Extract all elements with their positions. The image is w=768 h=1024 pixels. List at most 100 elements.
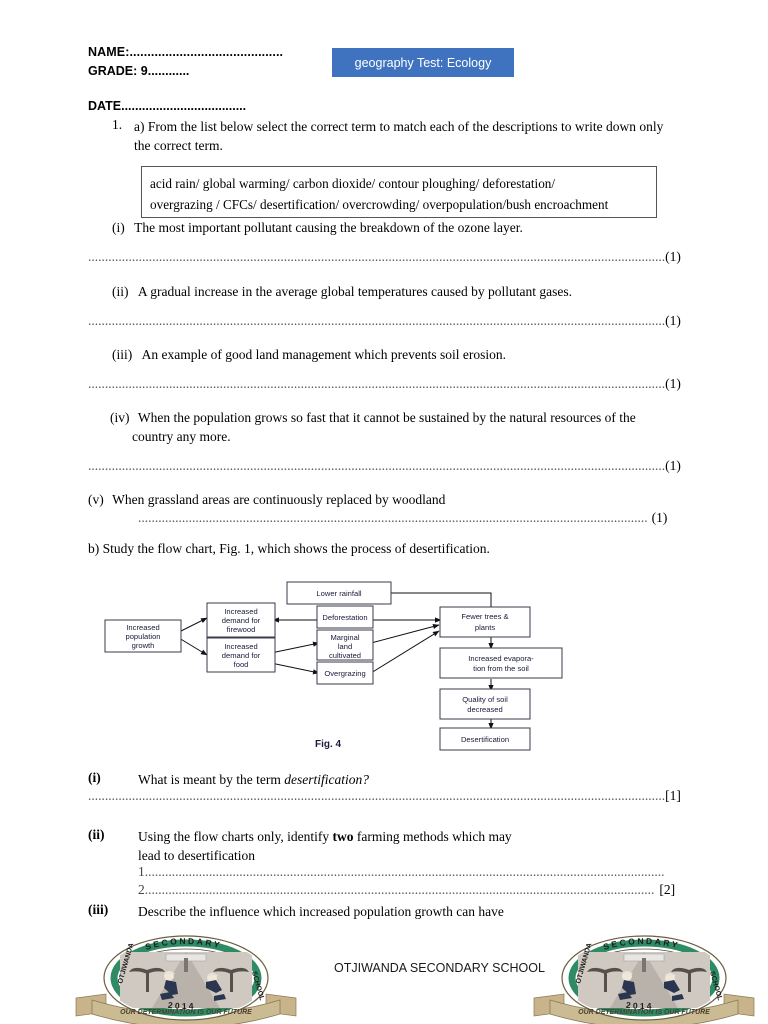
- flow-label-deforestation: Deforestation: [322, 613, 367, 622]
- marks-v: (1): [651, 510, 668, 525]
- answer-line-iv-leader: ........................................…: [88, 458, 666, 473]
- school-name-label: OTJIWANDA SECONDARY SCHOOL: [334, 961, 545, 975]
- answer-line-iv[interactable]: ........................................…: [88, 458, 682, 474]
- term-list-line-2: overgrazing / CFCs/ desertification/ ove…: [150, 197, 609, 212]
- sub-question-v-label: (v): [88, 492, 104, 507]
- marks-i: (1): [665, 249, 681, 264]
- flow-label-demand-firewood-2: demand for: [222, 616, 261, 625]
- flow-label-demand-firewood-3: firewood: [227, 625, 256, 634]
- question-1-number: 1.: [112, 117, 123, 132]
- answer-line-i[interactable]: ........................................…: [88, 249, 682, 265]
- answer-line-lower-i[interactable]: ........................................…: [88, 788, 682, 804]
- answer-line-ii-1[interactable]: 1.......................................…: [138, 864, 666, 880]
- sub-question-iv-label: (iv): [110, 410, 130, 425]
- flow-box-overgrazing: [316, 661, 374, 685]
- flow-label-marginal-land-1: Marginal: [330, 633, 359, 642]
- answer-line-ii-1-leader: ........................................…: [144, 864, 665, 879]
- lower-question-i-term: desertification?: [284, 772, 369, 787]
- flow-label-increased-evaporation-1: Increased evapora-: [468, 654, 534, 663]
- flow-box-quality-soil: [439, 688, 531, 720]
- answer-line-ii-2-number: 2: [138, 882, 145, 897]
- school-logo-left: SECONDARY 2014 OTJIWANDA SCHOOL OUR DETE…: [62, 932, 310, 1024]
- answer-line-i-leader: ........................................…: [88, 249, 666, 264]
- answer-line-lower-i-leader: ........................................…: [88, 788, 666, 803]
- flow-label-demand-food-3: food: [234, 660, 249, 669]
- sub-question-i: (i) The most important pollutant causing…: [112, 218, 672, 237]
- flow-label-increased-evaporation-2: tion from the soil: [473, 664, 529, 673]
- sub-question-i-label: (i): [112, 220, 125, 235]
- sub-question-iv-text: When the population grows so fast that i…: [132, 410, 636, 444]
- marks-iv: (1): [665, 458, 681, 473]
- flow-label-fewer-trees-2: plants: [475, 623, 495, 632]
- lower-question-ii-text: Using the flow charts only, identify two…: [138, 827, 658, 846]
- flow-label-lower-rainfall: Lower rainfall: [316, 589, 361, 598]
- flow-box-desertification: [439, 727, 531, 751]
- flow-label-desertification: Desertification: [461, 735, 509, 744]
- sub-question-ii-text: A gradual increase in the average global…: [137, 284, 572, 299]
- answer-line-ii-1-number: 1: [138, 864, 145, 879]
- sub-question-iii-label: (iii): [112, 347, 133, 362]
- flow-label-increased-population-1: Increased: [126, 623, 159, 632]
- sub-question-iv: (iv) When the population grows so fast t…: [110, 408, 677, 446]
- flow-label-marginal-land-3: cultivated: [329, 651, 361, 660]
- name-field-label: NAME:...................................…: [88, 45, 284, 59]
- test-title-badge: geography Test: Ecology: [332, 48, 514, 77]
- flow-label-quality-soil-2: decreased: [467, 705, 502, 714]
- marks-lower-ii: [2]: [659, 882, 676, 897]
- lower-question-iii-label: (iii): [88, 902, 109, 917]
- sub-question-ii: (ii) A gradual increase in the average g…: [112, 282, 672, 301]
- flow-box-fewer-trees: [439, 606, 531, 638]
- grade-field-label: GRADE: 9............: [88, 64, 190, 78]
- lower-question-ii-emphasis: two: [332, 829, 354, 844]
- flow-box-increased-evaporation: [439, 647, 563, 679]
- marks-ii: (1): [665, 313, 681, 328]
- sub-question-v-text: When grassland areas are continuously re…: [112, 492, 446, 507]
- lower-question-i-text-before: What is meant by the term: [138, 772, 285, 787]
- flow-label-marginal-land-2: land: [338, 642, 352, 651]
- flow-label-demand-food-2: demand for: [222, 651, 261, 660]
- question-1-part-b: b) Study the flow chart, Fig. 1, which s…: [88, 541, 490, 556]
- flow-box-marginal-land: [316, 629, 374, 661]
- school-logo-right: SECONDARY 2014 OTJIWANDA SCHOOL OUR DETE…: [520, 932, 768, 1024]
- flow-label-demand-firewood-1: Increased: [224, 607, 257, 616]
- flow-label-demand-food-1: Increased: [224, 642, 257, 651]
- question-1-prompt: a) From the list below select the correc…: [134, 119, 664, 153]
- lower-question-ii-label: (ii): [88, 827, 105, 842]
- lower-question-ii-text-after: farming methods which may: [353, 829, 512, 844]
- logo-ribbon-text-right: OUR DETERMINATION IS OUR FUTURE: [578, 1009, 710, 1016]
- answer-line-iii-leader: ........................................…: [88, 376, 666, 391]
- answer-line-v-leader: ........................................…: [138, 510, 648, 525]
- answer-line-ii-2[interactable]: 2.......................................…: [138, 882, 678, 898]
- flow-box-lower-rainfall: [286, 581, 392, 605]
- desertification-flow-chart: Lower rainfall Increased population grow…: [95, 575, 605, 755]
- sub-question-ii-label: (ii): [112, 284, 129, 299]
- flow-label-overgrazing: Overgrazing: [324, 669, 365, 678]
- flow-box-demand-firewood: [206, 602, 276, 638]
- sub-question-iii-text: An example of good land management which…: [141, 347, 507, 362]
- flow-box-deforestation: [316, 605, 374, 629]
- lower-question-i-text: What is meant by the term desertificatio…: [138, 770, 658, 789]
- answer-line-v[interactable]: ........................................…: [138, 510, 668, 526]
- answer-line-ii[interactable]: ........................................…: [88, 313, 682, 329]
- logo-ribbon-text: OUR DETERMINATION IS OUR FUTURE: [120, 1009, 252, 1016]
- sub-question-i-text: The most important pollutant causing the…: [134, 220, 523, 235]
- term-list-box: acid rain/ global warming/ carbon dioxid…: [141, 166, 657, 218]
- sub-question-iii: (iii) An example of good land management…: [112, 345, 672, 364]
- flow-label-increased-population-2: population: [125, 632, 160, 641]
- lower-question-i-label: (i): [88, 770, 101, 785]
- answer-line-ii-2-leader: ........................................…: [144, 882, 655, 897]
- flow-label-quality-soil-1: Quality of soil: [462, 695, 508, 704]
- lower-question-iii-text: Describe the influence which increased p…: [138, 904, 504, 919]
- sub-question-v: (v) When grassland areas are continuousl…: [88, 490, 648, 509]
- flow-box-increased-population: [104, 619, 182, 653]
- logo-ring-bottom-text: 2014: [167, 1000, 196, 1011]
- answer-line-ii-leader: ........................................…: [88, 313, 666, 328]
- lower-question-ii-line2: lead to desertification: [138, 848, 255, 863]
- flow-label-increased-population-3: growth: [132, 641, 155, 650]
- marks-lower-i: [1]: [665, 788, 681, 803]
- lower-question-ii-text-before: Using the flow charts only, identify: [138, 829, 333, 844]
- figure-caption: Fig. 4: [315, 739, 342, 750]
- term-list-line-1: acid rain/ global warming/ carbon dioxid…: [150, 176, 556, 191]
- answer-line-iii[interactable]: ........................................…: [88, 376, 682, 392]
